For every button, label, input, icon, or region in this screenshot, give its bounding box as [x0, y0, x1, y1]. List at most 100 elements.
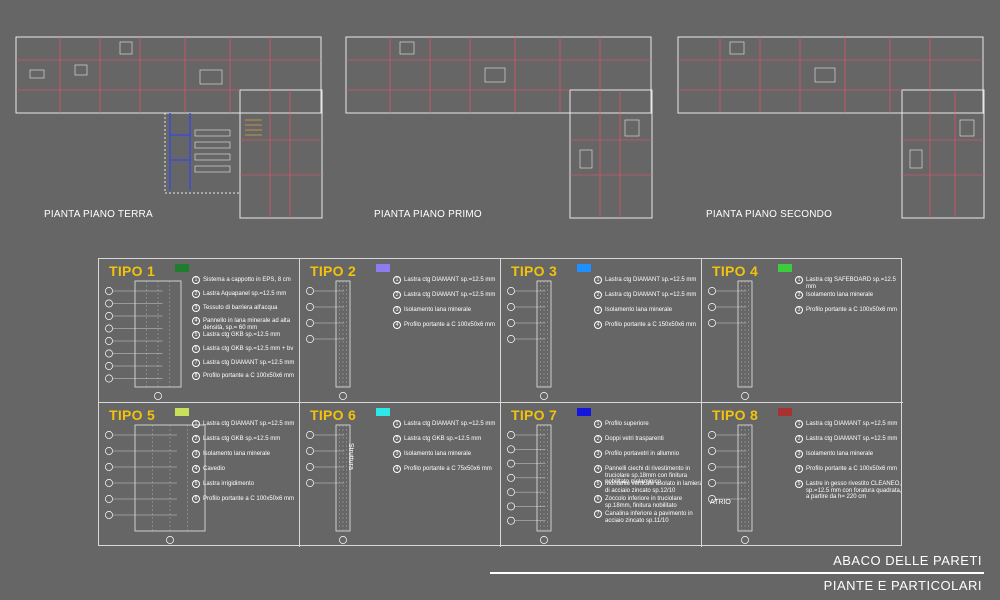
- callout-marker: [105, 349, 113, 358]
- wall-type-title: TIPO 5: [109, 407, 156, 423]
- plan-piano-terra: [15, 36, 323, 219]
- wall-layer-description: Lastra ctg SAFEBOARD sp.=12.5 mm: [806, 277, 896, 290]
- callout-marker: [105, 337, 113, 345]
- wall-layer-number: 2: [393, 435, 401, 443]
- wall-layer-number: 2: [594, 291, 602, 299]
- wall-layer-number: 7: [594, 510, 602, 518]
- callout-marker: [708, 447, 716, 455]
- wall-type-color-swatch: [577, 408, 591, 416]
- wall-layer-number: 4: [594, 321, 602, 329]
- wall-layer-description: Profilo portavetri in allumnio: [605, 451, 680, 457]
- wall-layer-description: Pannello in lana minerale ad alta densit…: [203, 318, 291, 331]
- wall-layer-description: Lastre in gesso rivestito CLEANEO, sp.=1…: [806, 481, 902, 500]
- callout-marker: [306, 479, 314, 487]
- wall-layer-description: Lastra ctg GKB sp.=12.5 mm: [404, 436, 482, 442]
- wall-type-side-label: Struttura: [347, 443, 354, 470]
- plan-label-piano-terra: PIANTA PIANO TERRA: [44, 209, 153, 220]
- wall-type-title: TIPO 8: [712, 407, 759, 423]
- callout-marker: [105, 287, 113, 295]
- floor-plans-drawing: [15, 36, 985, 219]
- wall-layer-description: Profilo portante a C 100x50x6 mm: [806, 466, 898, 472]
- callout-marker: [507, 502, 515, 511]
- wall-layer-number: 1: [192, 276, 200, 284]
- wall-layer-number: 4: [192, 465, 200, 473]
- plan-label-piano-primo: PIANTA PIANO PRIMO: [374, 209, 482, 220]
- wall-layer-number: 6: [192, 495, 200, 503]
- callout-marker: [306, 463, 314, 471]
- callout-marker: [507, 335, 515, 343]
- footer-divider: [490, 572, 984, 574]
- wall-section-drawing: [306, 280, 351, 400]
- callout-marker: [306, 431, 314, 439]
- wall-layer-description: Lastra ctg GKB sp.=12.5 mm + bv: [203, 345, 294, 352]
- callout-marker: [105, 312, 113, 320]
- callout-marker: [507, 445, 515, 454]
- wall-layer-number: 3: [594, 306, 602, 314]
- callout-marker: [306, 319, 314, 327]
- callout-marker-bottom: [339, 536, 347, 544]
- wall-section-drawing: [507, 280, 552, 400]
- wall-type-title: TIPO 1: [109, 263, 156, 279]
- callout-marker-bottom: [540, 536, 548, 544]
- wall-type-color-swatch: [577, 264, 591, 272]
- wall-layer-number: 5: [594, 480, 602, 488]
- wall-type-title: TIPO 7: [511, 407, 558, 423]
- wall-layer-number: 2: [795, 291, 803, 299]
- wall-section-drawing: [105, 424, 206, 544]
- wall-layer-number: 8: [192, 372, 200, 381]
- wall-layer-description: Isolamento lana minerale: [404, 307, 472, 313]
- callout-marker: [507, 473, 515, 482]
- callout-marker: [105, 495, 113, 503]
- wall-layer-number: 5: [192, 331, 200, 339]
- callout-marker: [507, 459, 515, 468]
- wall-type-color-swatch: [778, 264, 792, 272]
- wall-layer-description: Montante verticale asolato in lamiera di…: [605, 481, 702, 494]
- wall-layer-number: 4: [594, 465, 602, 473]
- wall-layer-description: Lastra ctg DIAMANT sp.=12.5 mm: [806, 421, 898, 427]
- wall-type-title: TIPO 3: [511, 263, 558, 279]
- wall-section-drawing: [708, 424, 753, 544]
- wall-layer-description: Isolamento lana minerale: [806, 451, 874, 457]
- wall-section-drawing: [105, 280, 182, 400]
- wall-layer-description: Isolamento lana minerale: [806, 292, 874, 298]
- wall-layer-description: Isolamento lana minerale: [605, 307, 673, 313]
- callout-marker-bottom: [540, 392, 548, 400]
- wall-layer-number: 4: [393, 321, 401, 329]
- wall-layer-number: 1: [393, 276, 401, 284]
- callout-marker: [105, 362, 113, 370]
- wall-section-drawing: [708, 280, 753, 400]
- wall-layer-number: 4: [393, 465, 401, 473]
- wall-layer-number: 3: [795, 450, 803, 458]
- wall-layer-number: 3: [795, 306, 803, 314]
- callout-marker: [105, 479, 113, 487]
- wall-layer-number: 2: [393, 291, 401, 299]
- wall-type-color-swatch: [175, 408, 189, 416]
- wall-type-color-swatch: [376, 264, 390, 272]
- footer-title-piante: PIANTE E PARTICOLARI: [823, 578, 982, 593]
- wall-layer-description: Lastra ctg GKB sp.=12.5 mm: [203, 436, 281, 442]
- wall-layer-number: 1: [393, 420, 401, 428]
- wall-layer-description: Lastra ctg DIAMANT sp.=12.5 mm: [806, 436, 898, 442]
- wall-layer-number: 2: [795, 435, 803, 443]
- plan-label-piano-secondo: PIANTA PIANO SECONDO: [706, 209, 833, 220]
- wall-layer-description: Lastra ctg DIAMANT sp.=12.5 mm: [404, 421, 496, 427]
- wall-layer-description: Profilo portante a C 100x50x6 mm: [806, 307, 898, 313]
- wall-layer-number: 4: [795, 465, 803, 473]
- wall-layer-description: Isolamento lana minerale: [203, 451, 271, 457]
- callout-marker: [105, 463, 113, 471]
- wall-type-title: TIPO 6: [310, 407, 357, 423]
- callout-marker: [507, 488, 515, 497]
- wall-type-side-label: ATRIO: [710, 499, 731, 506]
- wall-layer-description: Profilo portante a C 100x50x6 mm: [203, 373, 295, 380]
- callout-marker: [507, 303, 515, 311]
- callout-marker: [507, 431, 515, 439]
- wall-layer-number: 1: [594, 276, 602, 284]
- wall-layer-description: Lastra ctg DIAMANT sp.=12.5 mm: [605, 277, 697, 283]
- callout-marker: [507, 319, 515, 327]
